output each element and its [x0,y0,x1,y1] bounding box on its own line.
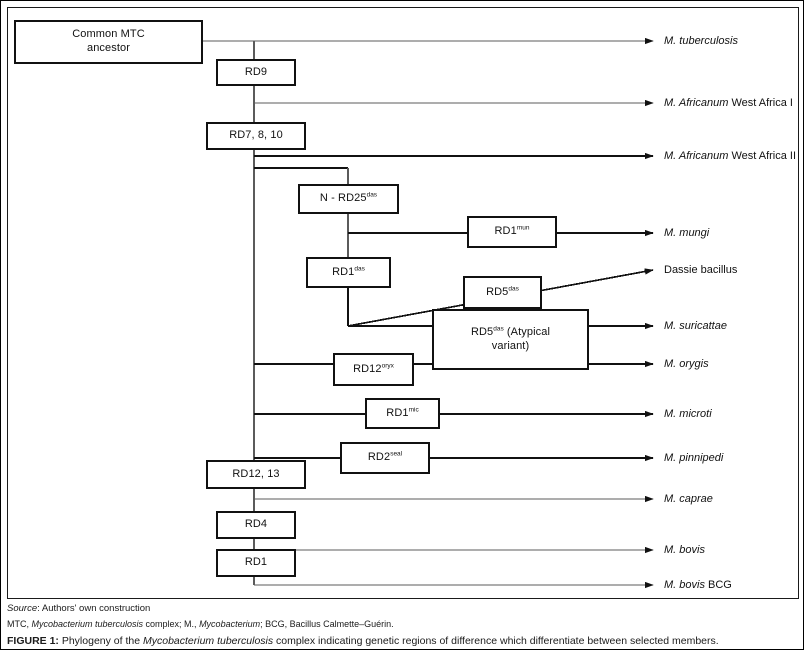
taxon-m-caprae: M. caprae [664,494,713,505]
node-rd1-label: RD1 [244,556,268,569]
taxon-m-orygis: M. orygis [664,359,709,370]
node-rd1-das-label: RD1das [332,264,365,278]
node-rd12-oryx[interactable]: RD12oryx [333,353,414,386]
taxon-m-suricattae-genus: M. suricattae [664,320,727,332]
taxon-dassie-bacillus: Dassie bacillus [664,265,737,276]
caption-abbr-b-italic: Mycobacterium [199,619,261,629]
taxon-m-africanum-wa2-genus: M. Africanum [664,150,729,162]
node-rd7-8-10[interactable]: RD7, 8, 10 [206,122,306,150]
node-rd12-13-label: RD12, 13 [232,467,280,480]
caption-figure-text-a: Phylogeny of the [58,635,143,647]
caption-source-label: Source [7,603,38,614]
node-rd2-seal-label: RD2seal [367,450,403,464]
taxon-m-pinnipedi-genus: M. pinnipedi [664,452,724,464]
taxon-m-tuberculosis-genus: M. tuberculosis [664,35,738,47]
node-rd1-mic-label: RD1mic [386,405,419,419]
taxon-m-microti-genus: M. microti [664,408,712,420]
caption-abbr-a-italic: Mycobacterium tuberculosis [31,619,144,629]
taxon-m-africanum-wa1-genus: M. Africanum [664,97,729,109]
node-rd1-mun-label: RD1mun [494,224,530,238]
node-rd1[interactable]: RD1 [216,549,296,577]
taxon-m-mungi-genus: M. mungi [664,227,710,239]
node-rd1-das[interactable]: RD1das [306,257,391,288]
node-rd7-8-10-label: RD7, 8, 10 [229,129,283,142]
node-rd1-mun[interactable]: RD1mun [467,216,557,248]
taxon-m-caprae-genus: M. caprae [664,493,713,505]
taxon-m-africanum-wa1-rest: West Africa I [728,97,793,109]
taxon-m-bovis-genus: M. bovis [664,544,705,556]
taxon-m-bovis-bcg-rest: BCG [704,579,732,591]
node-rd12-oryx-label: RD12oryx [353,361,394,375]
node-rd5-das[interactable]: RD5das [463,276,542,309]
node-rd9-label: RD9 [244,65,268,78]
node-rd12-13[interactable]: RD12, 13 [206,460,306,489]
caption-figure-text-italic: Mycobacterium tuberculosis [142,635,274,647]
node-rd4-label: RD4 [244,518,268,531]
taxon-m-orygis-genus: M. orygis [664,358,709,370]
taxon-m-tuberculosis: M. tuberculosis [664,36,738,47]
taxon-m-africanum-wa1: M. Africanum West Africa I [664,98,793,109]
node-rd4[interactable]: RD4 [216,511,296,539]
taxon-m-bovis-bcg: M. bovis BCG [664,580,732,591]
node-rd9[interactable]: RD9 [216,59,296,86]
node-rd2-seal[interactable]: RD2seal [340,442,430,474]
caption-abbreviations: MTC, Mycobacterium tuberculosis complex;… [7,619,799,629]
taxon-m-pinnipedi: M. pinnipedi [664,453,723,464]
taxon-m-mungi: M. mungi [664,228,709,239]
taxon-m-microti: M. microti [664,409,712,420]
taxon-m-africanum-wa2: M. Africanum West Africa II [664,151,796,162]
caption-abbr-b: complex; M., [143,619,200,629]
caption-figure-label: FIGURE 1: [7,635,59,647]
caption-abbr-a: MTC, [7,619,32,629]
taxon-m-africanum-wa2-rest: West Africa II [728,150,797,162]
node-n-rd25-das[interactable]: N - RD25das [298,184,399,214]
caption-source-text: : Authors' own construction [37,603,151,614]
caption-source: Source: Authors' own construction [7,603,799,614]
taxon-m-suricattae: M. suricattae [664,321,727,332]
connector-lines [203,37,654,589]
node-rd1-mic[interactable]: RD1mic [365,398,440,429]
caption-figure-text-b: complex indicating genetic regions of di… [273,635,719,647]
taxon-dassie-bacillus-rest: Dassie bacillus [664,264,738,276]
taxon-m-bovis: M. bovis [664,545,705,556]
taxon-m-bovis-bcg-genus: M. bovis [664,579,705,591]
caption-figure-line: FIGURE 1: Phylogeny of the Mycobacterium… [7,635,799,647]
node-n-rd25-das-label: N - RD25das [319,191,378,205]
node-rd5-das-label: RD5das [486,284,519,298]
caption-abbr-c: ; BCG, Bacillus Calmette–Guérin. [260,619,394,629]
figure-caption: Source: Authors' own construction MTC, M… [7,603,799,647]
